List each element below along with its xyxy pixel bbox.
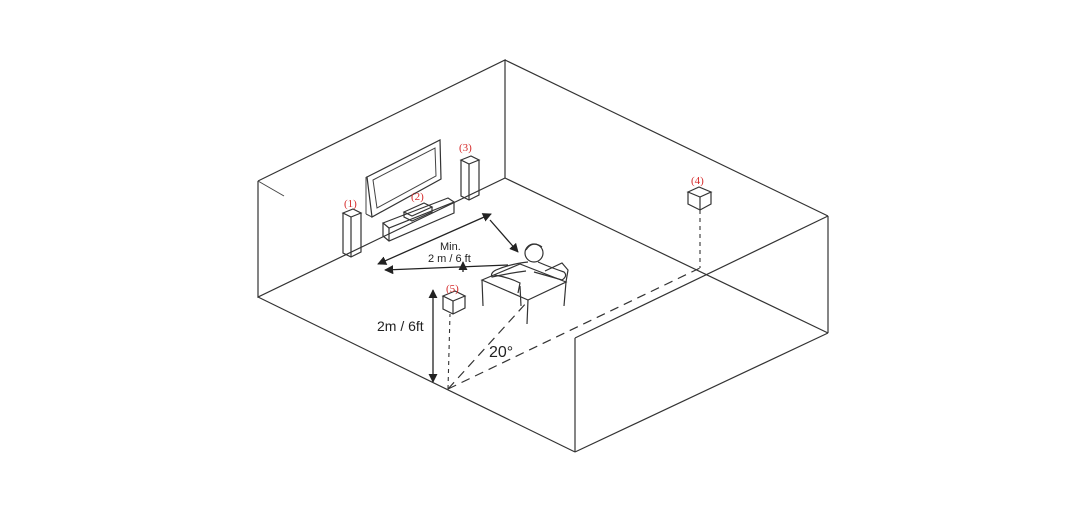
rear-left-speaker [441, 290, 467, 315]
dashed-guides [447, 210, 701, 390]
speaker-number-2: (2) [411, 191, 424, 203]
speaker-number-4: (4) [691, 175, 704, 187]
speaker-number-1: (1) [344, 198, 357, 210]
tv [365, 139, 442, 218]
height-label: 2m / 6ft [377, 318, 424, 334]
speaker-number-markers: (1) (2) (3) (4) (5) [344, 142, 704, 295]
front-left-speaker [341, 208, 363, 258]
rear-right-speaker [686, 186, 713, 211]
front-right-speaker [459, 155, 481, 201]
room-outline [257, 59, 829, 453]
angle-label: 20° [489, 344, 513, 361]
speaker-number-5: (5) [446, 283, 459, 295]
min-distance-label-line1: Min. [440, 241, 461, 253]
min-distance-label-line2: 2 m / 6 ft [428, 253, 471, 265]
listener-in-chair [480, 243, 569, 325]
distance-arrows [377, 213, 519, 275]
speaker-number-3: (3) [459, 142, 472, 154]
